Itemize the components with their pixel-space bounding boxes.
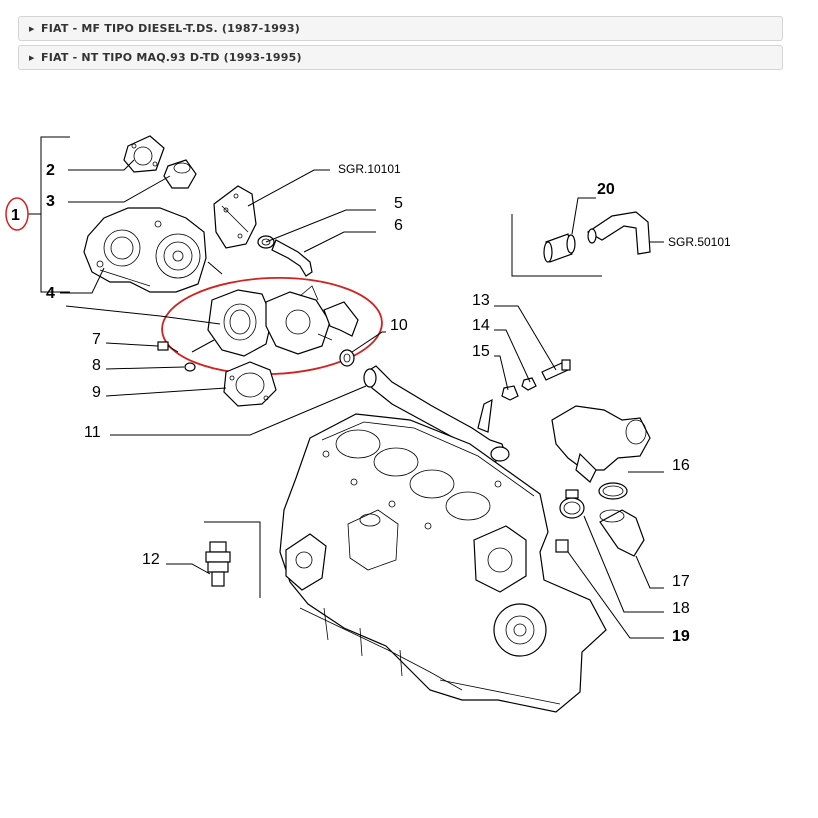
highlight-ellipse [161,276,383,376]
callout-18: 18 [672,600,690,617]
callout-10: 10 [390,317,408,334]
callout-13: 13 [472,292,490,309]
callout-2: 2 [46,162,55,179]
accordion-item-nt-tipo[interactable]: ▶ FIAT - NT TIPO MAQ.93 D-TD (1993-1995) [18,45,783,70]
caret-right-icon: ▶ [29,53,35,62]
part-gasket-2 [123,135,165,173]
part-nut-15 [501,385,519,401]
part-clamp-16 [598,482,628,500]
part-pump-housing-4 [83,207,207,293]
part-union-12 [205,541,231,587]
callout-6: 6 [394,217,403,234]
accordion-item-label: FIAT - NT TIPO MAQ.93 D-TD (1993-1995) [41,51,302,64]
part-hose-sgr50101 [586,211,651,255]
callout-14: 14 [472,317,490,334]
part-clamp-18 [559,489,585,519]
part-o-ring-10 [339,349,355,367]
callout-1: 1 [11,207,20,224]
callout-7: 7 [92,331,101,348]
callout-16: 16 [672,457,690,474]
ref-sgr-50101: SGR.50101 [668,235,731,249]
ref-sgr-10101: SGR.10101 [338,162,401,176]
accordion-item-label: FIAT - MF TIPO DIESEL-T.DS. (1987-1993) [41,22,300,35]
part-washer-8 [184,362,196,372]
callout-8: 8 [92,357,101,374]
group-bracket [28,136,70,293]
callout-9: 9 [92,384,101,401]
part-bracket-20 [511,214,602,277]
callout-19: 19 [672,628,690,645]
part-screw-13 [541,359,571,381]
part-bracket-12 [204,521,261,598]
callout-17: 17 [672,573,690,590]
leader-lines [60,159,664,639]
caret-right-icon: ▶ [29,24,35,33]
callout-11: 11 [84,424,101,441]
part-fitting-3 [163,159,197,189]
part-gasket-9 [223,361,277,407]
part-nut-14 [521,377,537,391]
part-fitting-20 [543,233,576,263]
part-cover-plate [213,185,257,249]
callout-15: 15 [472,343,490,360]
part-engine-block [279,413,607,713]
part-pipe-11 [363,365,510,463]
callout-4: 4 [46,285,55,302]
callout-3: 3 [46,193,55,210]
part-plug-19 [555,539,569,553]
callout-circle-1 [5,197,29,231]
callout-20: 20 [597,181,615,198]
part-outlet-housing [551,405,651,483]
part-hose-6 [271,239,313,277]
callout-12: 12 [142,551,160,568]
callout-labels: 1 2 3 4 5 6 7 8 9 10 11 12 13 14 15 16 1… [11,162,731,645]
part-thermostat-housing [207,285,359,357]
callout-5: 5 [394,195,403,212]
part-hose-17 [599,509,645,557]
part-bolt-7 [157,341,179,353]
accordion-item-mf-tipo[interactable]: ▶ FIAT - MF TIPO DIESEL-T.DS. (1987-1993… [18,16,783,41]
